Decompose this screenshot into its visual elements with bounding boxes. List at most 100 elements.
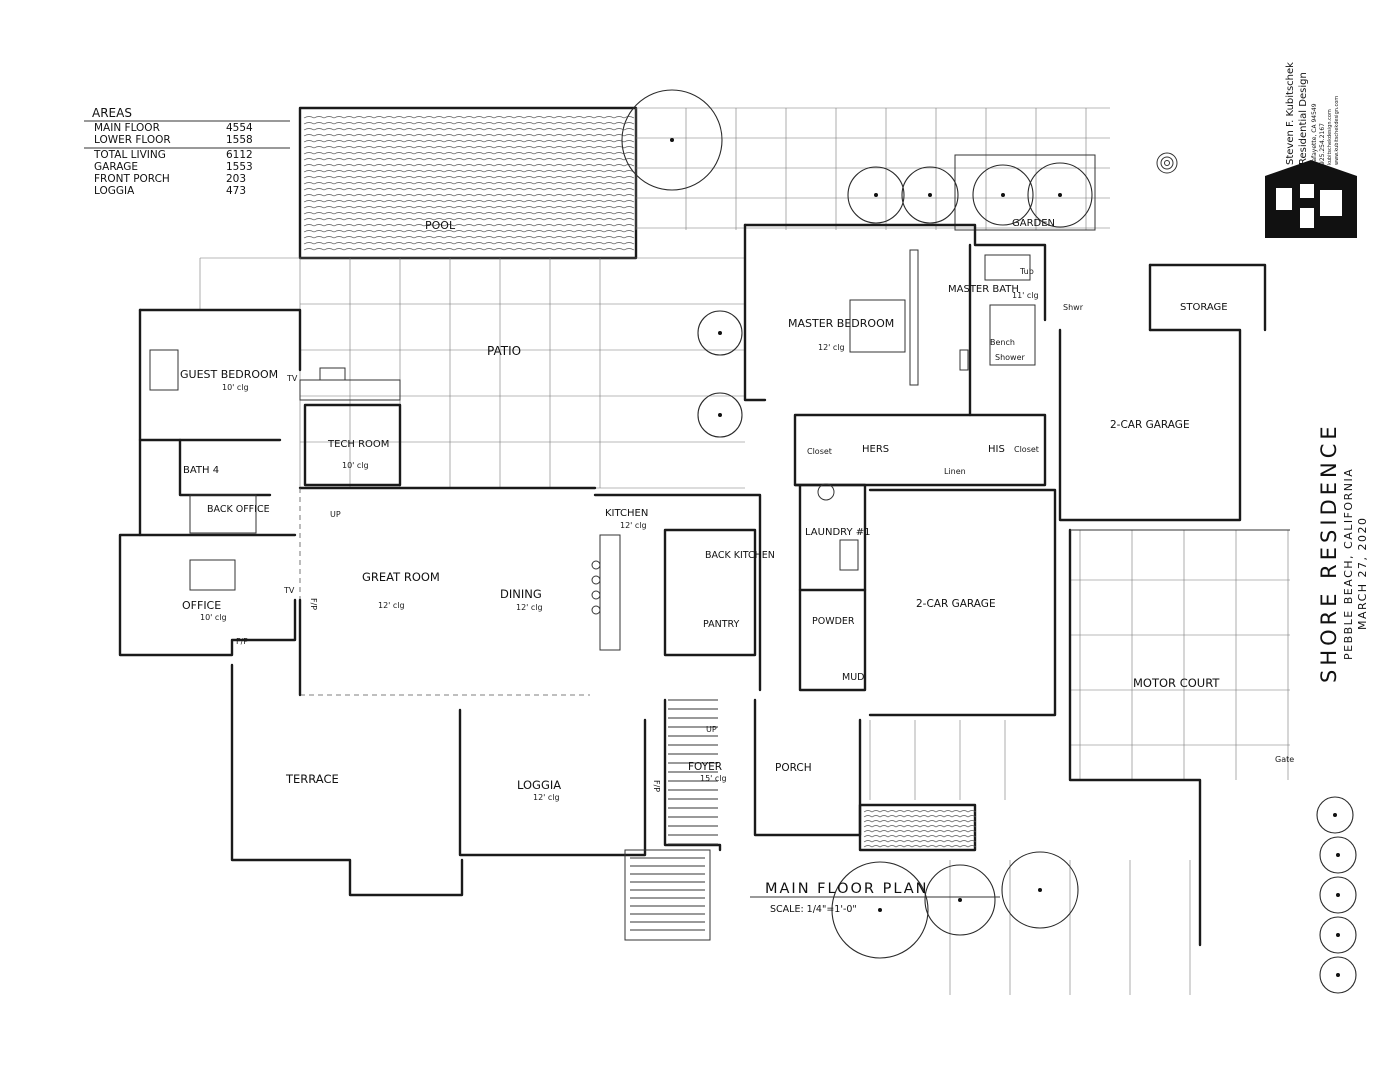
label-his: HIS (988, 444, 1005, 455)
feature-water-line (863, 825, 977, 828)
pool-water-line (303, 152, 635, 155)
plan-scale: SCALE: 1/4"=1'-0" (770, 904, 857, 915)
pool-water-line (303, 248, 635, 251)
areas-label-total-living: TOTAL LIVING (93, 149, 166, 161)
garden: GARDEN (954, 154, 1096, 231)
label-up-great-room: UP (330, 510, 341, 519)
pool-water-line (303, 236, 635, 239)
areas-value-main-floor: 4554 (226, 122, 253, 134)
tree-trunk (1058, 193, 1062, 197)
tree-canopy (1001, 851, 1079, 929)
label-loggia: LOGGIA (517, 778, 561, 792)
tree-trunk (928, 193, 932, 197)
pool-water-line (303, 116, 635, 119)
pool-water-line (303, 212, 635, 215)
firm-city: Lafayette, CA 94549 (1311, 103, 1318, 165)
tree-trunk (1001, 193, 1005, 197)
firm-web: www.kubitschekdesign.com (1334, 96, 1340, 165)
firm-email: kubitschekdesign.com (1327, 109, 1333, 165)
firm-logo-house-icon (1265, 160, 1357, 238)
feature-water-line (863, 820, 977, 823)
pool-water-line (303, 188, 635, 191)
areas-table: AREAS MAIN FLOOR 4554 LOWER FLOOR 1558 T… (84, 106, 290, 197)
pool-water-line (303, 218, 635, 221)
label-tv-guest: TV (286, 374, 298, 383)
label-storage: STORAGE (1180, 302, 1228, 313)
tree-trunk (874, 193, 878, 197)
designer-name: Steven F. Kubitschek (1285, 62, 1296, 165)
pool-water-line (303, 176, 635, 179)
label-back-kitchen: BACK KITCHEN (705, 550, 775, 561)
feature-water-line (863, 845, 977, 848)
tree-canopy (621, 89, 723, 191)
label-guest-bedroom-clg: 10' clg (222, 383, 249, 392)
tree-canopy (924, 864, 996, 936)
label-tub: Tub (1019, 267, 1034, 276)
pool-water-line (303, 134, 635, 137)
label-master-bath-clg: 11' clg (1012, 291, 1039, 300)
tree-trunk (1336, 853, 1340, 857)
label-tech-room-clg: 10' clg (342, 461, 369, 470)
pool-water-line (303, 200, 635, 203)
areas-value-garage: 1553 (226, 161, 253, 173)
project-title: SHORE RESIDENCE PEBBLE BEACH, CALIFORNIA… (1317, 422, 1369, 683)
areas-value-lower-floor: 1558 (226, 134, 253, 146)
areas-label-main-floor: MAIN FLOOR (94, 122, 160, 134)
label-gate: Gate (1275, 755, 1294, 764)
label-bath4: BATH 4 (183, 465, 219, 476)
label-up-foyer: UP (706, 725, 717, 734)
pool-water-line (303, 128, 635, 131)
label-fp-great-room: F/P (309, 598, 318, 610)
label-master-bath: MASTER BATH (948, 284, 1019, 295)
tree-canopy (1319, 876, 1357, 914)
label-terrace: TERRACE (285, 772, 339, 786)
label-garage-upper: 2-CAR GARAGE (1110, 419, 1190, 431)
landscape-trees (621, 89, 1357, 994)
fixtures (149, 249, 969, 615)
areas-title: AREAS (92, 106, 132, 120)
areas-label-lower-floor: LOWER FLOOR (94, 134, 171, 146)
title-block: Steven F. Kubitschek Residential Design … (1156, 62, 1357, 238)
feature-water-line (863, 810, 977, 813)
tree-trunk (718, 413, 722, 417)
label-his-closet: Closet (1014, 445, 1039, 454)
project-name: SHORE RESIDENCE (1317, 422, 1341, 683)
tree-trunk (718, 331, 722, 335)
label-office: OFFICE (182, 599, 221, 612)
patio-paving (199, 107, 1290, 995)
tree-trunk (878, 908, 882, 912)
label-shwr: Shwr (1063, 303, 1084, 312)
firm-phone: 925.254.2167 (1319, 123, 1326, 165)
pool: POOL (298, 106, 638, 260)
label-tv-office: TV (283, 586, 295, 595)
areas-label-garage: GARAGE (94, 161, 138, 173)
label-porch: PORCH (775, 762, 812, 774)
label-back-office: BACK OFFICE (207, 504, 270, 515)
tree-canopy (697, 392, 743, 438)
label-office-clg: 10' clg (200, 613, 227, 622)
pool-water-line (303, 224, 635, 227)
pool-water-line (303, 206, 635, 209)
label-great-room-clg: 12' clg (378, 601, 405, 610)
label-hers: HERS (862, 444, 889, 455)
label-master-bedroom: MASTER BEDROOM (788, 317, 894, 330)
label-foyer-clg: 15' clg (700, 774, 727, 783)
pool-water-texture (303, 116, 635, 251)
label-laundry: LAUNDRY #1 (805, 527, 870, 538)
patio-label: PATIO (487, 344, 521, 358)
label-great-room: GREAT ROOM (362, 570, 440, 584)
tree-canopy (847, 166, 905, 224)
label-hers-closet: Closet (807, 447, 832, 456)
room-labels: GUEST BEDROOM 10' clg TECH ROOM 10' clg … (180, 267, 1294, 802)
tree-canopy (1316, 796, 1354, 834)
label-kitchen-clg: 12' clg (620, 521, 647, 530)
label-guest-bedroom: GUEST BEDROOM (180, 368, 278, 381)
garden-label: GARDEN (1012, 218, 1055, 229)
feature-water-line (863, 835, 977, 838)
water-feature-texture (863, 810, 977, 848)
label-linen: Linen (944, 467, 966, 476)
pool-label: POOL (425, 219, 456, 232)
pool-water-line (303, 182, 635, 185)
label-motor-court: MOTOR COURT (1133, 676, 1220, 690)
